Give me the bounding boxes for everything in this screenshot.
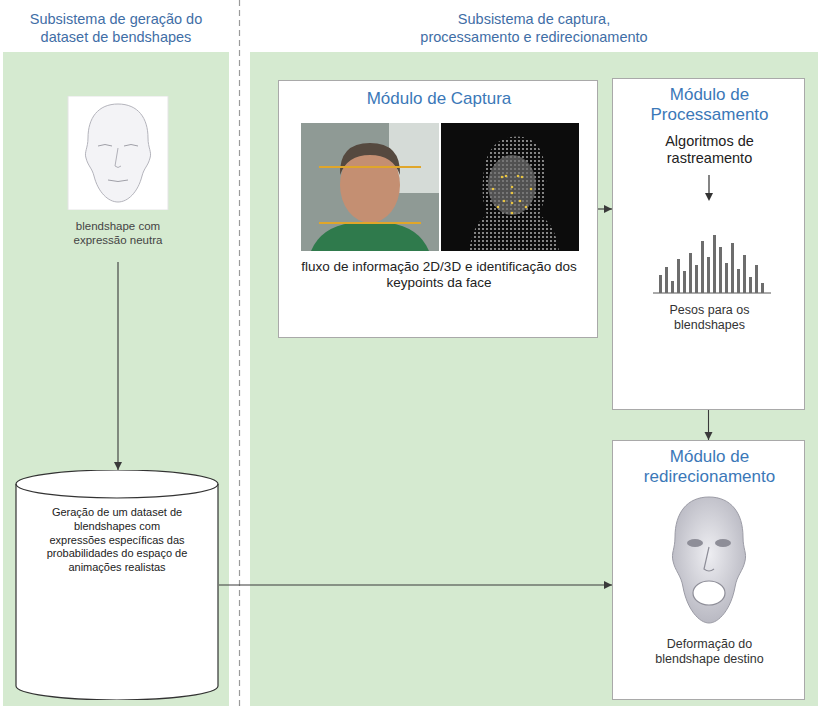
drawing-part (497, 206, 500, 209)
keypoint-dots (492, 175, 533, 215)
face-eye (715, 539, 731, 547)
panel-heading: Subsistema de captura, processamento e r… (409, 11, 659, 46)
drawing-part (530, 188, 533, 191)
flow-arrowhead (705, 193, 713, 201)
tracking-line (319, 222, 421, 224)
module-title: Módulo de Captura (279, 89, 599, 109)
module-text: Deformação do blendshape destino (633, 637, 786, 667)
drawing-part (683, 271, 686, 293)
photo-hair (340, 143, 400, 175)
picture-ground (68, 96, 168, 210)
drawing-part (521, 176, 524, 179)
deformed-face-illustration (659, 491, 759, 629)
cylinder-text: Geração de um dataset de blendshapes com… (45, 506, 189, 575)
flow-connector (117, 262, 118, 470)
drawing-part (761, 283, 764, 293)
depth-silhouette (469, 137, 559, 251)
chart-bars (659, 235, 764, 293)
drawing-part (525, 206, 528, 209)
subsystem-band: Subsistema de captura, processamento e r… (250, 52, 818, 706)
drawing-part (665, 267, 668, 293)
photo-shirt (311, 223, 429, 251)
depth-ground (441, 123, 579, 251)
drawing-part (511, 212, 514, 215)
weights-chart (613, 171, 806, 299)
drawing-part (503, 200, 506, 203)
drawing-part (689, 253, 692, 293)
drawing-part (511, 186, 514, 189)
drawing-part (719, 247, 722, 293)
drawing-part (659, 275, 662, 293)
drawing-part (501, 176, 504, 179)
drawing-part (755, 265, 758, 293)
face-eye (124, 145, 138, 147)
drawing-part (517, 175, 520, 178)
drawing-part (519, 200, 522, 203)
drawing-part (725, 263, 728, 293)
face-open-mouth (693, 581, 725, 605)
cylinder-rim (16, 484, 218, 498)
face-mouth (108, 180, 128, 182)
dataset-cylinder: Geração de um dataset de blendshapes com… (15, 470, 219, 700)
module-text: Algoritmos de rastreamento (633, 133, 786, 168)
module-box: Módulo de ProcessamentoAlgoritmos de ras… (612, 78, 805, 410)
module-title: Módulo de Processamento (621, 85, 798, 126)
drawing-part (511, 202, 514, 205)
drawing-part (713, 235, 716, 293)
module-text: fluxo de informação 2D/3D e identificaçã… (299, 259, 579, 291)
drawing-part (749, 277, 752, 293)
drawing-part (701, 241, 704, 293)
face-nose (704, 547, 714, 571)
chart-baseline (653, 293, 771, 294)
drawing-part (671, 281, 674, 293)
drawing-part (695, 265, 698, 293)
cylinder-body (16, 470, 218, 700)
subsystem-band: Subsistema de geração do dataset de bend… (3, 52, 229, 706)
photo-ground (301, 123, 439, 251)
panel-heading: Subsistema de geração do dataset de bend… (6, 11, 226, 46)
neutral-face-illustration (66, 96, 170, 210)
face-eye (687, 539, 703, 547)
tracking-line (319, 166, 421, 168)
module-box: Módulo de redirecionamentoDeformação do … (612, 440, 805, 700)
drawing-part (707, 257, 710, 293)
flow-connector (219, 584, 612, 585)
flow-connector (708, 410, 709, 440)
image-caption: blendshape com expressão neutra (63, 220, 173, 248)
blendshape-card: blendshape com expressão neutra (43, 92, 193, 262)
module-box: Módulo de Captura fluxo de informação 2D/… (278, 80, 598, 338)
flow-arrow (708, 175, 709, 195)
flow-connector (598, 208, 612, 209)
face-outline (672, 497, 745, 623)
drawing-part (677, 259, 680, 293)
face-nose (115, 148, 121, 168)
drawing-part (505, 175, 508, 178)
module-title: Módulo de redirecionamento (621, 447, 798, 488)
drawing-part (492, 188, 495, 191)
depth-face (488, 155, 536, 215)
drawing-part (737, 269, 740, 293)
face-outline (85, 104, 150, 202)
cylinder-outline (15, 470, 219, 700)
capture-images (301, 123, 579, 251)
face-eye (98, 145, 112, 147)
module-text: Pesos para os blendshapes (633, 303, 786, 333)
drawing-part (511, 192, 514, 195)
divider-line (239, 0, 240, 709)
drawing-part (743, 255, 746, 293)
drawing-part (731, 243, 734, 293)
